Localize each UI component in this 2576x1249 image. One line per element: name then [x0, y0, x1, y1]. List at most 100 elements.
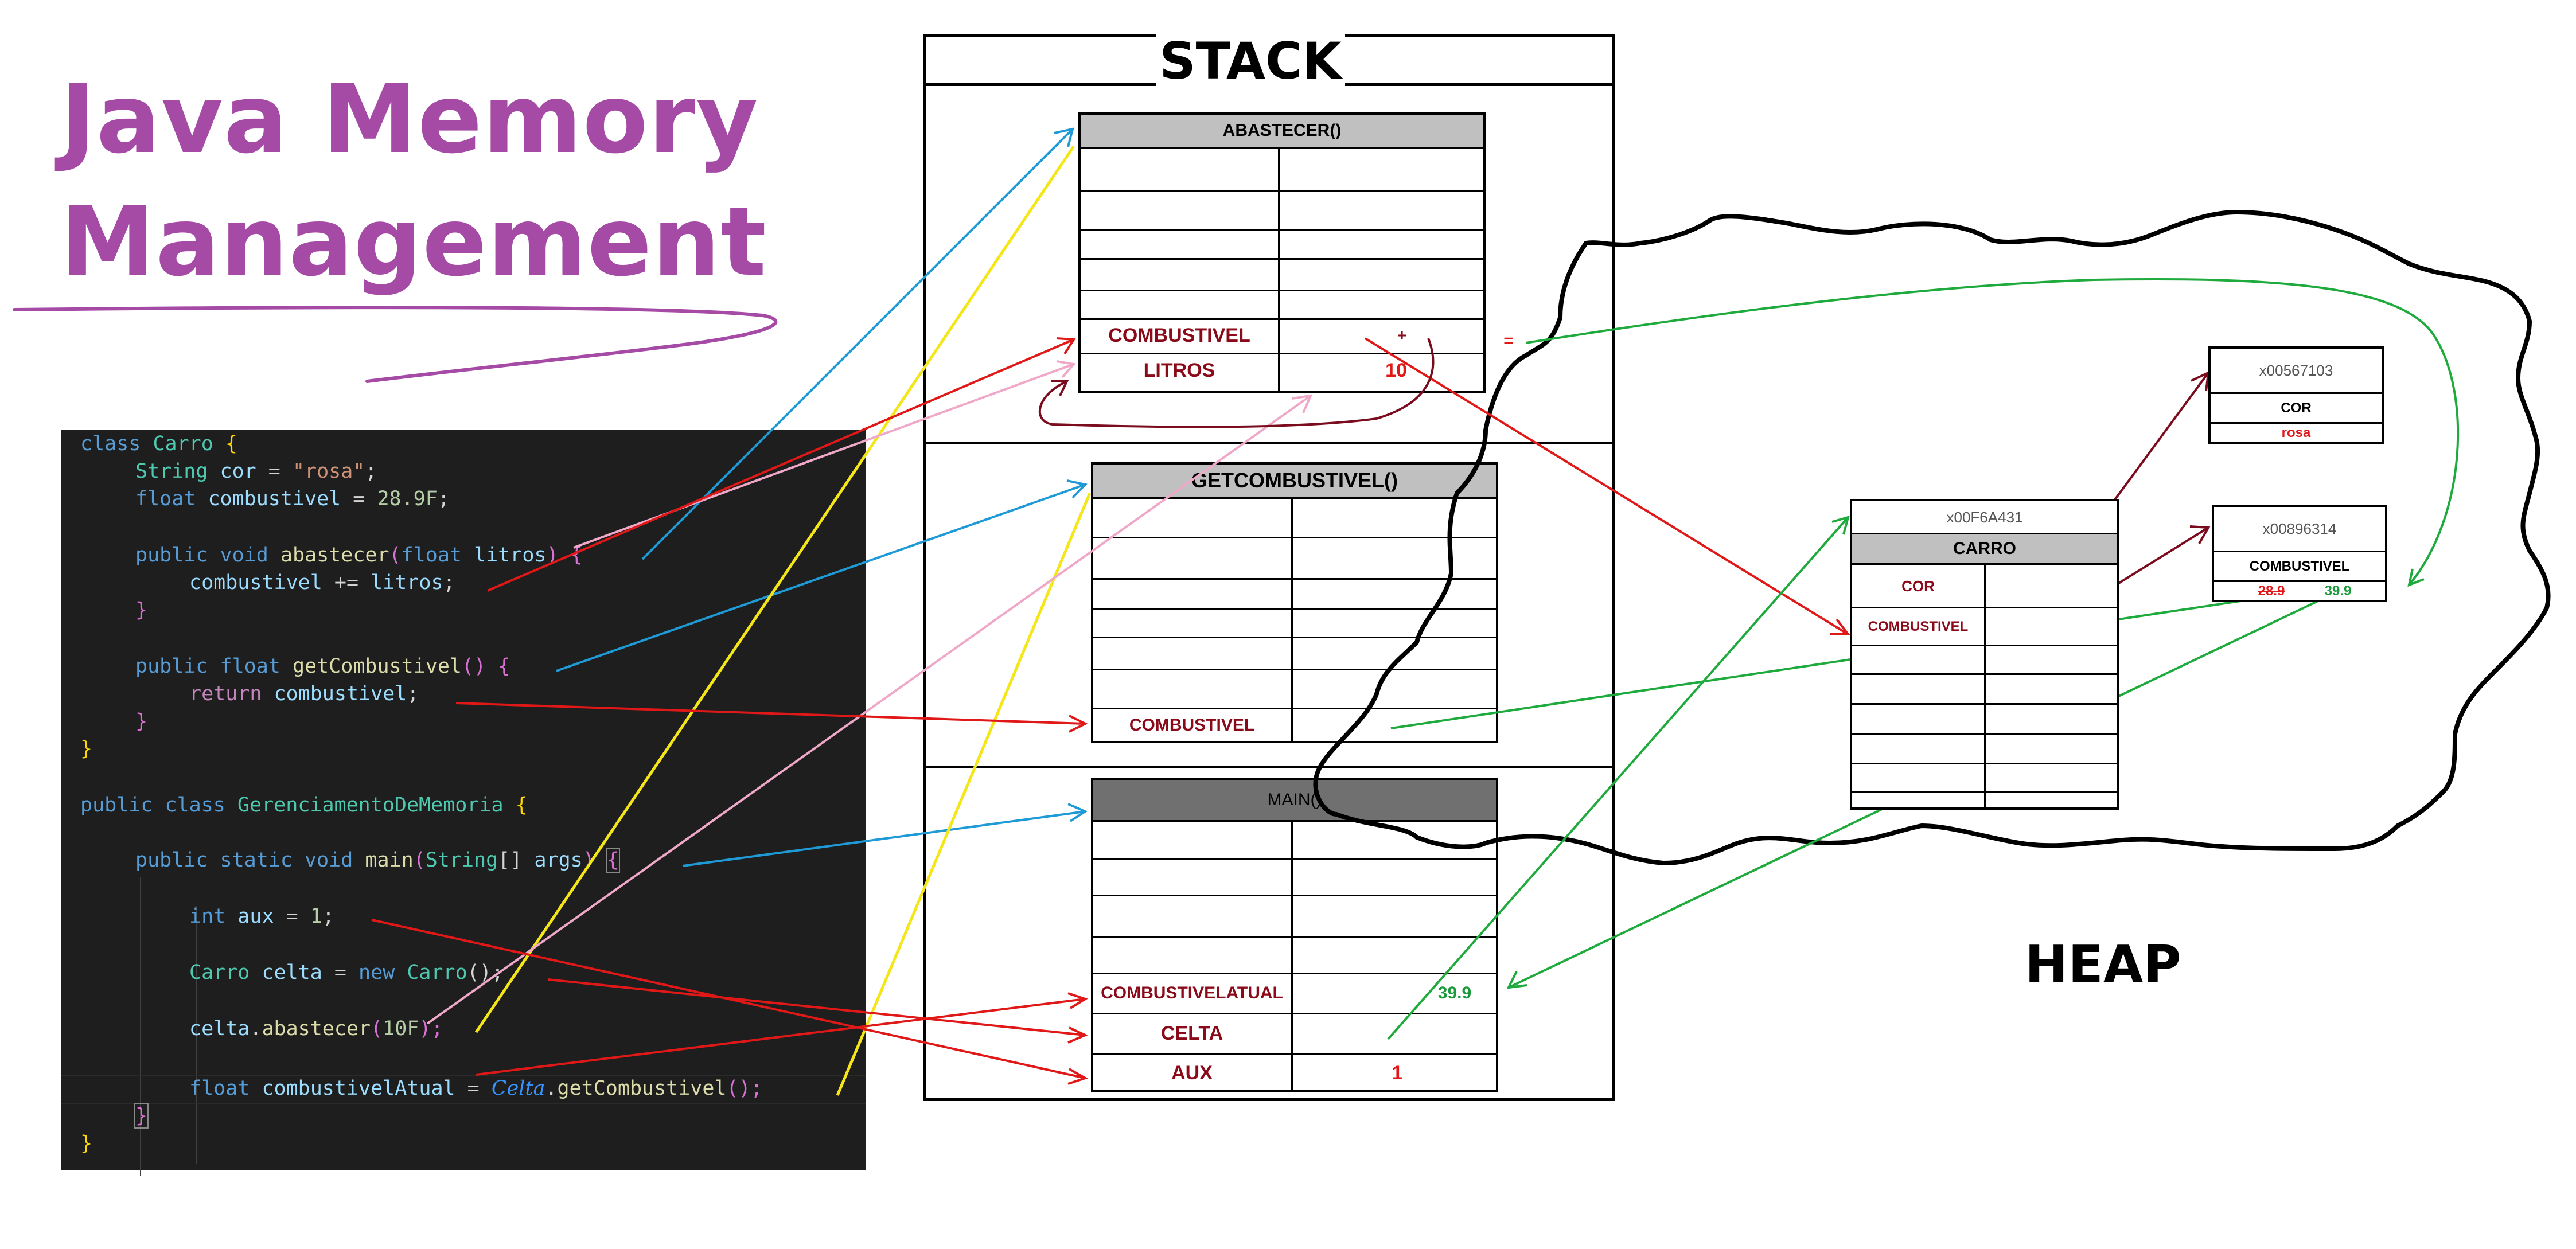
arrowhead	[1291, 394, 1313, 413]
comb-object-address: x00896314	[2262, 520, 2337, 537]
title-underline	[13, 306, 778, 383]
cor-object-address: x00567103	[2259, 362, 2333, 379]
code-line-10: return combustivel;	[189, 682, 419, 705]
arrow-main-to-frame	[682, 810, 1086, 867]
code-line-5: public void abastecer(float litros) {	[135, 544, 583, 567]
frame-row-divider	[1093, 708, 1496, 709]
arrow-litros-param	[573, 363, 1074, 549]
main-combustivelatual-value: 39.9	[1437, 983, 1472, 1002]
getcombustivel-var-combustivel: COMBUSTIVEL	[1129, 716, 1255, 735]
abastecer-plus-operator: +	[1397, 326, 1407, 344]
frame-row-divider	[1852, 763, 2117, 764]
frame-abastecer-header: ABASTECER()	[1081, 115, 1483, 149]
arrow-combustivelatual-to-main	[476, 998, 1086, 1076]
frame-row-divider	[1852, 645, 2117, 646]
code-line-3: float combustivel = 28.9F;	[135, 487, 450, 510]
abastecer-equals-operator: =	[1503, 331, 1514, 350]
arrowhead	[1069, 715, 1088, 733]
frame-row-divider	[1852, 733, 2117, 735]
frame-row-divider	[1852, 703, 2117, 705]
frame-row-divider	[1081, 190, 1483, 192]
comb-object-new-value: 39.9	[2324, 583, 2352, 599]
frame-row-divider	[2214, 580, 2385, 582]
main-var-celta: CELTA	[1160, 1022, 1223, 1044]
code-line-16: public static void main(String[] args) {	[135, 848, 620, 873]
carro-column-divider	[1984, 563, 1986, 807]
arrow-10f-argument	[426, 395, 1312, 1025]
blue-arrows	[556, 127, 1088, 867]
arrow-abastecer-call	[474, 145, 1075, 1033]
frame-row-divider	[1093, 537, 1496, 538]
title-line-2: Management	[60, 187, 767, 298]
frame-row-divider	[1093, 578, 1496, 580]
diagram-title: Java Memory Management	[60, 58, 767, 304]
frame-row-divider	[1852, 673, 2117, 675]
arrowhead	[1067, 1068, 1088, 1085]
abastecer-var-combustivel: COMBUSTIVEL	[1108, 325, 1250, 346]
frame-abastecer: ABASTECER() COMBUSTIVEL + LITROS 10	[1078, 112, 1486, 393]
code-line-24: float combustivelAtual = Celta.getCombus…	[189, 1077, 763, 1100]
abastecer-var-litros: LITROS	[1143, 360, 1215, 381]
heap-combustivel-object: x00896314 COMBUSTIVEL 28.9 39.9	[2212, 505, 2387, 602]
arrow-celta-to-main	[547, 978, 1086, 1036]
cor-object-label: COR	[2281, 400, 2312, 416]
arrow-getcombustivel-call	[836, 493, 1092, 1096]
main-var-aux: AUX	[1171, 1062, 1213, 1084]
arrowhead	[1056, 360, 1076, 378]
arrowhead	[1831, 516, 1850, 535]
carro-field-cor: COR	[1901, 577, 1935, 595]
frame-row-divider	[1852, 607, 2117, 608]
arrowhead	[1506, 971, 1527, 989]
current-line-highlight	[61, 1075, 866, 1104]
frame-row-divider	[1093, 669, 1496, 670]
frame-getcombustivel-column-divider	[1291, 497, 1293, 741]
frame-row-divider	[1093, 637, 1496, 638]
frame-row-divider	[2211, 392, 2382, 394]
arrow-celta-to-carro	[1387, 516, 1849, 1040]
code-line-6: combustivel += litros;	[189, 571, 455, 594]
arrowhead	[2407, 568, 2425, 587]
code-line-26: }	[80, 1132, 93, 1155]
frame-row-divider	[1093, 608, 1496, 610]
pink-arrows	[426, 360, 1313, 1025]
yellow-arrows	[474, 145, 1092, 1096]
code-editor: class Carro { String cor = "rosa"; float…	[61, 430, 866, 1176]
frame-row-divider	[1081, 318, 1483, 320]
arrowhead	[1067, 992, 1088, 1009]
frame-row-divider	[1081, 290, 1483, 291]
code-line-14: public class GerenciamentoDeMemoria {	[80, 794, 528, 817]
frame-main: MAIN() COMBUSTIVELATUAL 39.9 CELTA AUX 1	[1091, 778, 1498, 1092]
frame-row-divider	[1081, 353, 1483, 354]
indent-guide	[196, 906, 197, 1164]
frame-row-divider	[1093, 936, 1496, 938]
arrowhead	[1054, 127, 1074, 147]
stack-divider	[926, 766, 1612, 768]
arrow-combustivel-sum	[487, 338, 1074, 592]
heap-label: HEAP	[2025, 935, 2181, 995]
code-line-9: public float getCombustivel() {	[135, 655, 510, 678]
code-line-2: String cor = "rosa";	[135, 460, 377, 483]
frame-row-divider	[2211, 422, 2382, 424]
arrowhead	[1066, 479, 1088, 499]
code-line-1: class Carro {	[80, 432, 237, 455]
carro-field-combustivel: COMBUSTIVEL	[1868, 619, 1969, 634]
stack-divider	[926, 442, 1612, 444]
frame-row-divider	[1093, 858, 1496, 860]
frame-row-divider	[1852, 791, 2117, 793]
arrowhead	[1067, 1026, 1088, 1044]
code-line-11: }	[135, 710, 148, 733]
indent-guide	[140, 877, 141, 1176]
frame-row-divider	[1093, 895, 1496, 896]
frame-row-divider	[1093, 973, 1496, 974]
heap-cloud-outline	[1313, 210, 2551, 865]
frame-row-divider	[1852, 533, 2117, 535]
code-line-12: }	[80, 737, 93, 760]
heap-cor-object: x00567103 COR rosa	[2208, 346, 2384, 444]
arrowhead	[1056, 337, 1076, 355]
arrow-return-combustivel	[455, 702, 1086, 725]
arrowhead	[1830, 618, 1851, 635]
arrowhead	[1051, 380, 1069, 396]
code-line-20: Carro celta = new Carro();	[189, 961, 504, 984]
frame-main-header: MAIN()	[1093, 780, 1496, 822]
